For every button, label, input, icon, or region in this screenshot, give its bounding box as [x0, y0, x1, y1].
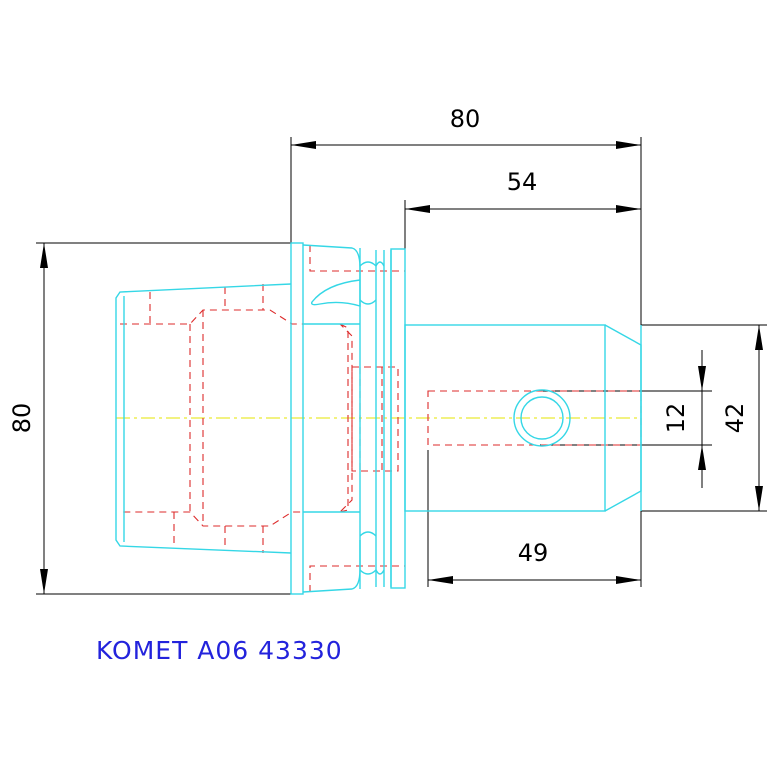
hidden-lines [120, 245, 642, 592]
part-outline [115, 242, 642, 595]
dimension-body-height: 42 [641, 324, 767, 512]
dimension-body-length: 54 [404, 168, 641, 249]
dimension-overall-length: 80 [290, 105, 642, 325]
dimension-label-body-height: 42 [721, 403, 749, 434]
dimension-label-flange-height: 80 [8, 403, 36, 434]
dimension-flange-height: 80 [8, 242, 291, 595]
dimension-bore-diameter: 12 [540, 350, 712, 488]
drawing-title: KOMET A06 43330 [96, 636, 343, 665]
dimension-label-overall-length: 80 [450, 105, 481, 133]
dimension-bore-depth: 49 [427, 450, 642, 587]
dimension-label-bore-depth: 49 [518, 539, 549, 567]
dimension-label-bore-diameter: 12 [662, 403, 690, 434]
dimension-label-body-length: 54 [507, 168, 538, 196]
